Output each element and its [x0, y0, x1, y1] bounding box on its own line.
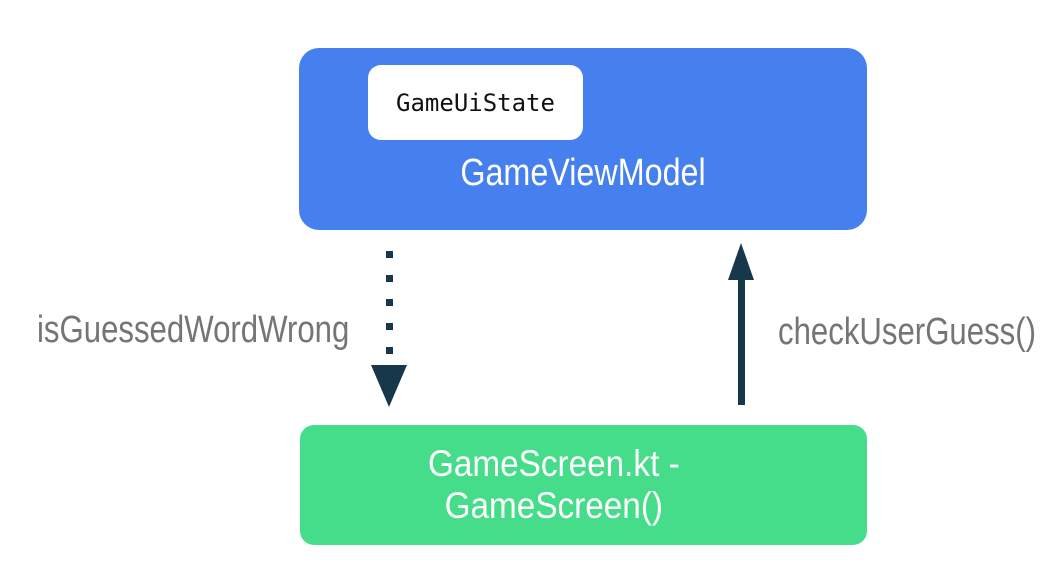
arrow-up-shaft [738, 278, 745, 405]
gamescreen-label-line1: GameScreen.kt - [427, 443, 680, 484]
dash-dot [386, 323, 393, 330]
dash-dot [386, 347, 393, 354]
event-flow-label: checkUserGuess() [778, 311, 1037, 353]
gamescreen-node: GameScreen.kt - GameScreen() [300, 425, 867, 545]
gameuistate-chip-label: GameUiState [396, 88, 555, 117]
gameuistate-chip: GameUiState [368, 65, 583, 140]
arrowhead-down-icon [371, 365, 407, 407]
gameviewmodel-node-label: GameViewModel [460, 152, 706, 194]
state-flow-label: isGuessedWordWrong [37, 309, 350, 351]
gameviewmodel-node: GameUiState GameViewModel [299, 48, 867, 230]
gamescreen-node-label: GameScreen.kt - GameScreen() [428, 443, 680, 527]
dash-dot [386, 275, 393, 282]
arrowhead-up-icon [728, 243, 754, 280]
dash-dot [386, 251, 393, 258]
dashed-arrow-down-icon [386, 251, 393, 371]
dash-dot [386, 299, 393, 306]
gamescreen-label-line2: GameScreen() [444, 485, 663, 526]
